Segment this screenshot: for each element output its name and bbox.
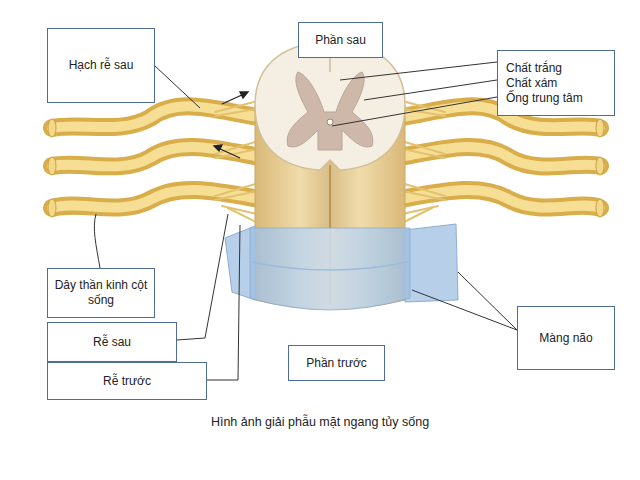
box-text: Chất xám [506,76,557,91]
box-text: Phần sau [315,33,366,48]
label-box: Dây thần kinh cột sống [47,268,155,318]
box-text: Hạch rễ sau [69,58,134,73]
box-text: Rễ sau [93,335,131,350]
label-box: Phần trước [288,345,385,381]
label-box: Hạch rễ sau [47,28,155,103]
label-box: Phần sau [298,22,383,58]
box-text: Dây thần kinh cột sống [52,278,150,308]
box-text: Phần trước [306,356,367,371]
label-box: Chất trắngChất xámỐng trung tâm [497,50,615,116]
figure-caption: Hình ảnh giải phẫu mặt ngang tủy sống [0,415,640,429]
label-box: Rễ trước [47,362,207,400]
box-text: Ống trung tâm [506,91,583,106]
box-text: Màng não [539,331,592,346]
box-text: Rễ trước [103,374,151,389]
box-text: Chất trắng [506,61,562,76]
label-box: Rễ sau [47,322,177,362]
label-box: Màng não [517,306,615,370]
